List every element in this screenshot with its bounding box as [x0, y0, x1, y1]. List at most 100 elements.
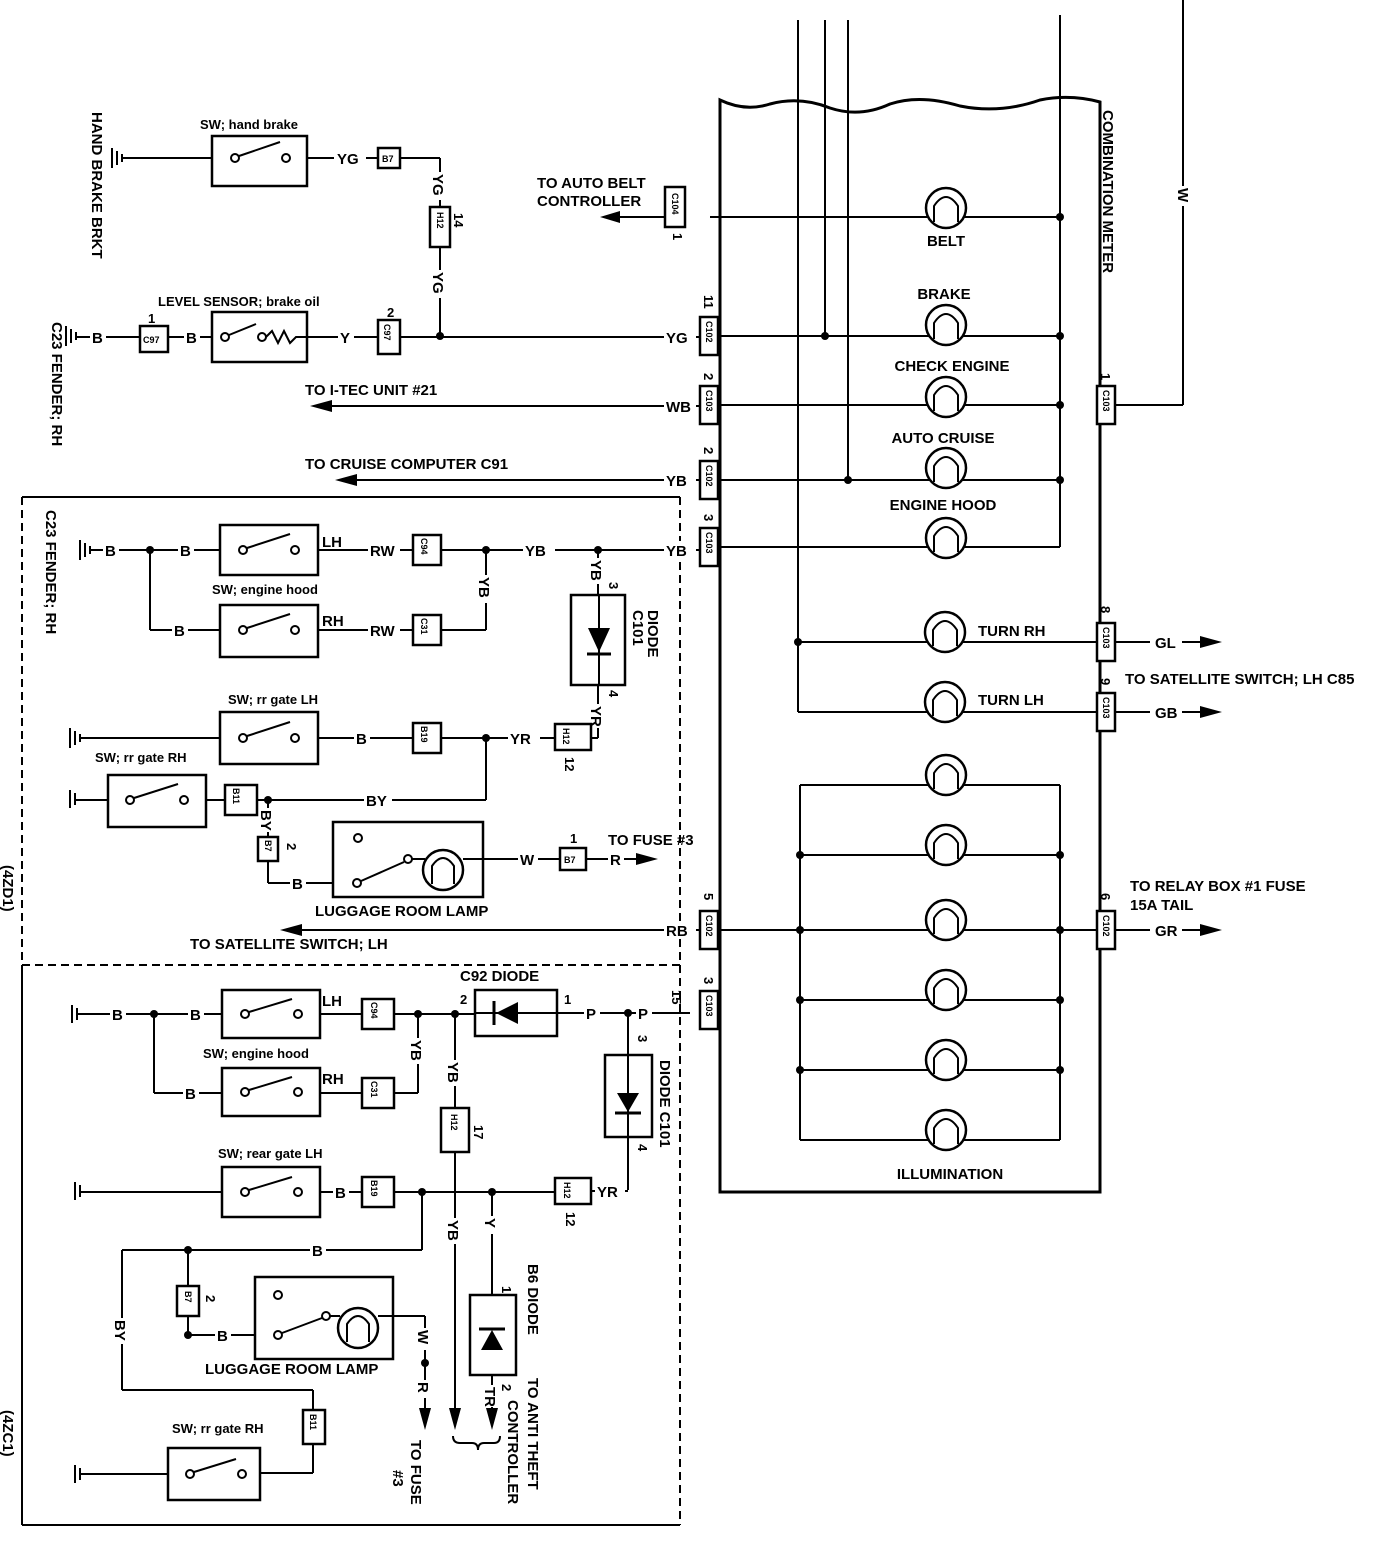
svg-text:6: 6: [1098, 893, 1113, 900]
lamp-bulb-icon: [336, 1306, 380, 1350]
svg-text:RW: RW: [370, 543, 396, 560]
svg-text:15: 15: [669, 990, 684, 1004]
svg-text:C97: C97: [143, 335, 160, 345]
bulb-icon: [924, 898, 968, 942]
svg-text:B: B: [292, 876, 303, 893]
bulb-icon: [924, 303, 968, 347]
svg-text:C103: C103: [1101, 697, 1111, 719]
connector-b7: B7: [256, 835, 280, 863]
c92-diode-label: C92 DIODE: [460, 968, 539, 985]
svg-text:C94: C94: [369, 1002, 379, 1019]
svg-text:C97: C97: [382, 324, 392, 341]
wire-label-yg: YG: [337, 151, 359, 168]
connector-c102: C102: [698, 909, 720, 951]
connector-c102: C102: [698, 459, 720, 501]
svg-text:B7: B7: [564, 855, 576, 865]
c101-diode-label: DIODE: [644, 610, 661, 658]
svg-text:YG: YG: [666, 330, 688, 347]
variant-4zc1-section: (4ZC1) B B B LH C94 2 C92 DIODE 1 P P 15…: [0, 965, 690, 1526]
b6-diode-label: B6 DIODE: [524, 1264, 541, 1335]
svg-text:YB: YB: [407, 1040, 424, 1061]
svg-text:14: 14: [451, 213, 466, 228]
connector-h12: H12: [439, 1106, 471, 1154]
svg-text:C103: C103: [1101, 627, 1111, 649]
connector-c102: C102: [698, 315, 720, 357]
svg-text:B7: B7: [183, 1291, 193, 1303]
svg-text:R: R: [610, 852, 621, 869]
svg-text:12: 12: [563, 1212, 578, 1226]
svg-text:2: 2: [284, 843, 299, 850]
connector-c31: C31: [360, 1076, 396, 1110]
svg-text:RH: RH: [322, 613, 344, 630]
lamp-label-auto-cruise: AUTO CRUISE: [891, 430, 994, 447]
wire-label-y: Y: [340, 330, 350, 347]
svg-text:1: 1: [670, 233, 685, 240]
svg-text:B: B: [217, 1328, 228, 1345]
svg-text:C102: C102: [704, 321, 714, 343]
to-fuse-label: TO FUSE: [407, 1440, 424, 1505]
sw-hand-brake-label: SW; hand brake: [200, 117, 298, 132]
svg-text:YB: YB: [587, 560, 604, 581]
anti-theft-controller-label: CONTROLLER: [504, 1400, 521, 1504]
svg-text:2: 2: [203, 1295, 218, 1302]
bulb-icon: [924, 516, 968, 560]
svg-text:C103: C103: [704, 532, 714, 554]
connector-c31: C31: [411, 613, 443, 647]
svg-text:B: B: [105, 543, 116, 560]
bulb-icon: [924, 1038, 968, 1082]
svg-text:B: B: [92, 330, 103, 347]
wire-label-gr: GR: [1155, 923, 1178, 940]
svg-text:W: W: [414, 1330, 431, 1345]
svg-text:B: B: [186, 330, 197, 347]
svg-text:C23 FENDER; RH: C23 FENDER; RH: [42, 510, 59, 634]
svg-text:17: 17: [471, 1125, 486, 1139]
sw-rr-gate-lh-label: SW; rr gate LH: [228, 692, 318, 707]
connector-c103: C103: [1095, 384, 1117, 426]
to-satellite-lh-c85-label: TO SATELLITE SWITCH; LH C85: [1125, 671, 1354, 688]
svg-text:SW; rr gate RH: SW; rr gate RH: [172, 1421, 264, 1436]
level-sensor-label: LEVEL SENSOR; brake oil: [158, 294, 320, 309]
connector-c97: C97: [138, 324, 170, 354]
engine-hood-switch-lh-4zc1: [220, 988, 322, 1040]
to-anti-theft-label: TO ANTI THEFT: [524, 1378, 541, 1490]
svg-text:B7: B7: [382, 154, 394, 164]
connector-b7: B7: [175, 1284, 201, 1318]
connector-c103: C103: [698, 526, 720, 568]
ground-icon: [69, 728, 81, 748]
svg-text:B: B: [174, 623, 185, 640]
bulb-icon: [924, 1108, 968, 1152]
to-auto-belt-label: TO AUTO BELT: [537, 175, 646, 192]
luggage-room-lamp-label: LUGGAGE ROOM LAMP: [315, 903, 488, 920]
svg-text:1: 1: [1098, 373, 1113, 380]
svg-text:2: 2: [387, 305, 394, 320]
controller-label: CONTROLLER: [537, 193, 641, 210]
connector-b19: B19: [411, 721, 443, 755]
connector-c97: C97: [376, 318, 402, 356]
svg-text:BY: BY: [257, 810, 274, 831]
svg-text:C103: C103: [1101, 390, 1111, 412]
svg-text:2: 2: [499, 1384, 514, 1391]
lamp-label-check-engine: CHECK ENGINE: [894, 358, 1009, 375]
svg-text:C103: C103: [704, 995, 714, 1017]
engine-hood-switch-lh: [218, 523, 320, 577]
svg-text:YB: YB: [444, 1062, 461, 1083]
svg-text:H12: H12: [435, 212, 445, 229]
svg-text:B: B: [180, 543, 191, 560]
combination-meter: BELT BRAKE CHECK ENGINE AUTO CRUISE ENGI…: [663, 0, 1354, 1194]
connector-h12: H12: [553, 1176, 593, 1206]
svg-text:B: B: [312, 1243, 323, 1260]
svg-text:B: B: [185, 1086, 196, 1103]
svg-text:4: 4: [635, 1144, 650, 1152]
svg-text:RH: RH: [322, 1071, 344, 1088]
bulb-icon: [924, 823, 968, 867]
connector-h12: H12: [553, 722, 593, 752]
svg-text:YB: YB: [666, 543, 687, 560]
svg-text:B11: B11: [308, 1414, 318, 1430]
svg-text:B19: B19: [419, 726, 429, 743]
engine-hood-switch-rh: [218, 603, 320, 659]
lamp-label-turn-lh: TURN LH: [978, 692, 1044, 709]
ground-icon: [69, 790, 76, 808]
svg-text:1: 1: [570, 831, 577, 846]
engine-hood-switch-rh-4zc1: [220, 1066, 322, 1118]
